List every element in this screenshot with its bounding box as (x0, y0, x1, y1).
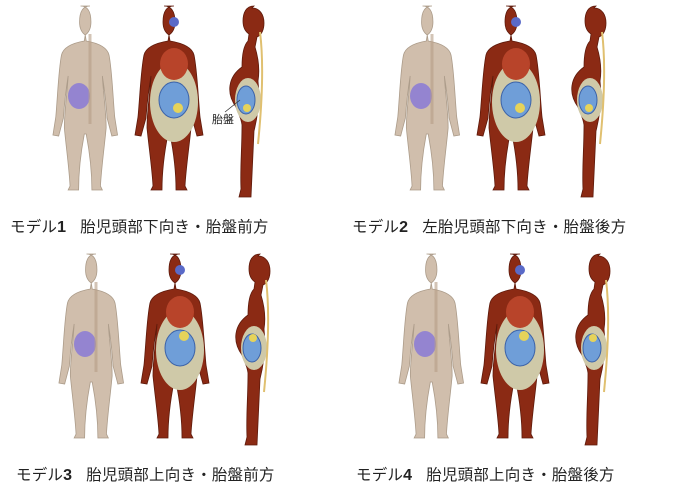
model-description: 胎児頭部上向き・胎盤後方 (426, 466, 614, 484)
sagittal-section-view (572, 6, 606, 197)
fetal-head (519, 331, 529, 341)
model-panel-3: モデル3 胎児頭部上向き・胎盤前方 (16, 252, 346, 488)
fetal-head (585, 104, 593, 112)
translucent-body-view (53, 6, 118, 190)
model-caption-2: モデル2 左胎児頭部下向き・胎盤後方 (352, 215, 626, 237)
model-number: 3 (63, 467, 72, 484)
model-label: モデル (10, 218, 57, 236)
thoracic-organs (166, 296, 194, 328)
brain-section (175, 265, 185, 275)
model-label: モデル (356, 466, 403, 484)
coronal-section-view (481, 254, 549, 438)
model-label: モデル (352, 218, 399, 236)
fetal-head (515, 103, 525, 113)
model-figures-3 (16, 252, 316, 462)
translucent-body-view (399, 254, 464, 438)
sagittal-section-view (236, 254, 270, 445)
sagittal-section-view (576, 254, 610, 445)
uterus-highlight (68, 83, 90, 109)
model-label: モデル (16, 466, 63, 484)
fetal-head (243, 104, 251, 112)
uterus-section (501, 82, 531, 118)
fetal-head (179, 331, 189, 341)
model-figures-1 (10, 4, 310, 214)
thoracic-organs (502, 48, 530, 80)
coronal-section-view (135, 6, 203, 190)
uterus-section (159, 82, 189, 118)
model-number: 4 (403, 467, 412, 484)
fetal-head (589, 334, 597, 342)
thoracic-organs (160, 48, 188, 80)
model-description: 胎児頭部下向き・胎盤前方 (80, 218, 268, 236)
brain-section (169, 17, 179, 27)
model-description: 左胎児頭部下向き・胎盤後方 (422, 218, 626, 236)
model-caption-4: モデル4 胎児頭部上向き・胎盤後方 (356, 463, 615, 485)
model-panel-1: 胎盤 モデル1 胎児頭部下向き・胎盤前方 (10, 4, 340, 240)
model-panel-2: モデル2 左胎児頭部下向き・胎盤後方 (352, 4, 682, 240)
uterus-highlight (74, 331, 96, 357)
model-number: 1 (57, 219, 66, 236)
coronal-section-view (477, 6, 545, 190)
brain-section (515, 265, 525, 275)
sagittal-section-view (230, 6, 264, 197)
brain-section (511, 17, 521, 27)
model-panel-4: モデル4 胎児頭部上向き・胎盤後方 (356, 252, 686, 488)
uterus-highlight (410, 83, 432, 109)
fetal-head (249, 334, 257, 342)
model-description: 胎児頭部上向き・胎盤前方 (86, 466, 274, 484)
uterus-highlight (414, 331, 436, 357)
coronal-section-view (141, 254, 209, 438)
placenta-label: 胎盤 (212, 111, 234, 127)
translucent-body-view (59, 254, 124, 438)
model-figures-2 (352, 4, 652, 214)
model-caption-3: モデル3 胎児頭部上向き・胎盤前方 (16, 463, 275, 485)
fetal-head (173, 103, 183, 113)
thoracic-organs (506, 296, 534, 328)
model-number: 2 (399, 219, 408, 236)
model-caption-1: モデル1 胎児頭部下向き・胎盤前方 (10, 215, 269, 237)
translucent-body-view (395, 6, 460, 190)
model-figures-4 (356, 252, 656, 462)
